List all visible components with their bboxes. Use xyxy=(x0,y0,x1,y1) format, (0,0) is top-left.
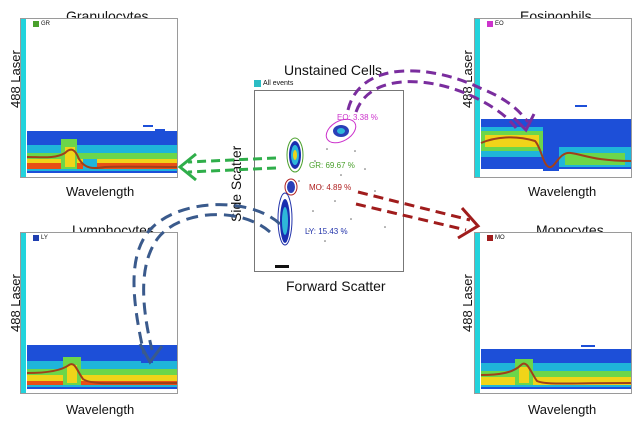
monocytes-legend-swatch xyxy=(487,235,493,241)
eosinophils-spectrum xyxy=(480,105,632,171)
monocytes-xlabel: Wavelength xyxy=(528,402,597,417)
granulocytes-xlabel: Wavelength xyxy=(66,184,135,199)
lymphocytes-cyan-axis xyxy=(21,233,26,393)
scatter-dot xyxy=(298,180,300,182)
heat-dash xyxy=(143,125,153,127)
lymphocytes-spectrum xyxy=(26,345,178,389)
eosinophils-legend-swatch xyxy=(487,21,493,27)
heat-dash xyxy=(581,345,595,347)
granulocytes-plot: GR xyxy=(20,18,178,178)
center-scatter-svg xyxy=(275,118,386,268)
scatter-dot xyxy=(384,226,386,228)
heat-bump xyxy=(65,147,75,167)
lymphocytes-legend-label: LY xyxy=(41,235,48,241)
heat-dash xyxy=(141,361,153,363)
gr-population-hot xyxy=(293,150,297,160)
scatter-dot xyxy=(350,218,352,220)
scatter-dot xyxy=(354,150,356,152)
mo-population xyxy=(287,181,295,193)
scatter-dot xyxy=(340,174,342,176)
center-legend-label: All events xyxy=(263,80,294,87)
eosinophils-mean-curve xyxy=(480,136,632,169)
eosinophils-xlabel: Wavelength xyxy=(528,184,597,199)
monocytes-legend-label: MO xyxy=(495,235,505,241)
lymphocytes-mean-curve xyxy=(26,363,178,385)
granulocytes-cyan-axis xyxy=(21,19,26,177)
lymphocytes-plot: LY xyxy=(20,232,178,394)
scatter-dot xyxy=(334,200,336,202)
mo-gate xyxy=(284,178,298,196)
center-xlabel: Forward Scatter xyxy=(286,278,386,294)
granulocytes-legend-label: GR xyxy=(41,21,50,27)
scatter-dot xyxy=(326,148,328,150)
scatter-dot xyxy=(320,186,322,188)
monocytes-ylabel: 488 Laser xyxy=(460,274,475,332)
granulocytes-legend: GR xyxy=(33,21,50,27)
granulocytes-mean-curve xyxy=(26,148,178,169)
heat-dash xyxy=(575,105,587,107)
center-title: Unstained Cells xyxy=(284,62,383,78)
eo-gate-label: EO: 3.38 % xyxy=(337,113,378,122)
ly-population-core xyxy=(282,207,288,235)
scatter-noise xyxy=(298,134,386,242)
scatter-dot xyxy=(308,230,310,232)
center-ylabel: Side Scatter xyxy=(228,145,244,222)
ly-gate-label: LY: 15.43 % xyxy=(305,227,348,236)
eosinophils-plot: EO xyxy=(474,18,632,178)
gr-gate-label: GR: 69.67 % xyxy=(309,161,355,170)
scatter-dot xyxy=(324,240,326,242)
eosinophils-legend: EO xyxy=(487,21,504,27)
heat-bump xyxy=(67,365,77,383)
gr-gate xyxy=(286,137,304,173)
center-legend: All events xyxy=(254,80,293,87)
heat-dash xyxy=(155,129,165,131)
heat-band xyxy=(481,377,631,385)
center-scatter-plot: EO: 3.38 % GR: 69.67 % MO: 4.89 % LY: 15… xyxy=(254,90,404,272)
heat-bump xyxy=(519,367,529,383)
heat-band xyxy=(27,375,177,385)
eosinophils-legend-label: EO xyxy=(495,21,504,27)
eo-population-core xyxy=(337,128,345,134)
granulocytes-spectrum xyxy=(26,125,178,173)
lymphocytes-legend-swatch xyxy=(33,235,39,241)
lymphocytes-legend: LY xyxy=(33,235,48,241)
monocytes-mean-curve xyxy=(480,362,632,385)
center-legend-swatch xyxy=(254,80,261,87)
scatter-dot xyxy=(314,160,316,162)
mo-gate-label: MO: 4.89 % xyxy=(309,183,352,192)
lymphocytes-xlabel: Wavelength xyxy=(66,402,135,417)
heat-band xyxy=(27,163,177,169)
monocytes-spectrum xyxy=(480,345,632,389)
granulocytes-heatmap xyxy=(27,125,177,173)
monocytes-cyan-axis xyxy=(475,233,480,393)
scatter-dot xyxy=(364,168,366,170)
scatter-dot xyxy=(312,210,314,212)
monocytes-plot: MO xyxy=(474,232,632,394)
heat-dash xyxy=(605,119,619,121)
eosinophils-ylabel: 488 Laser xyxy=(460,50,475,108)
granulocytes-legend-swatch xyxy=(33,21,39,27)
scatter-dot xyxy=(374,190,376,192)
debris-marker xyxy=(275,265,289,268)
monocytes-legend: MO xyxy=(487,235,505,241)
